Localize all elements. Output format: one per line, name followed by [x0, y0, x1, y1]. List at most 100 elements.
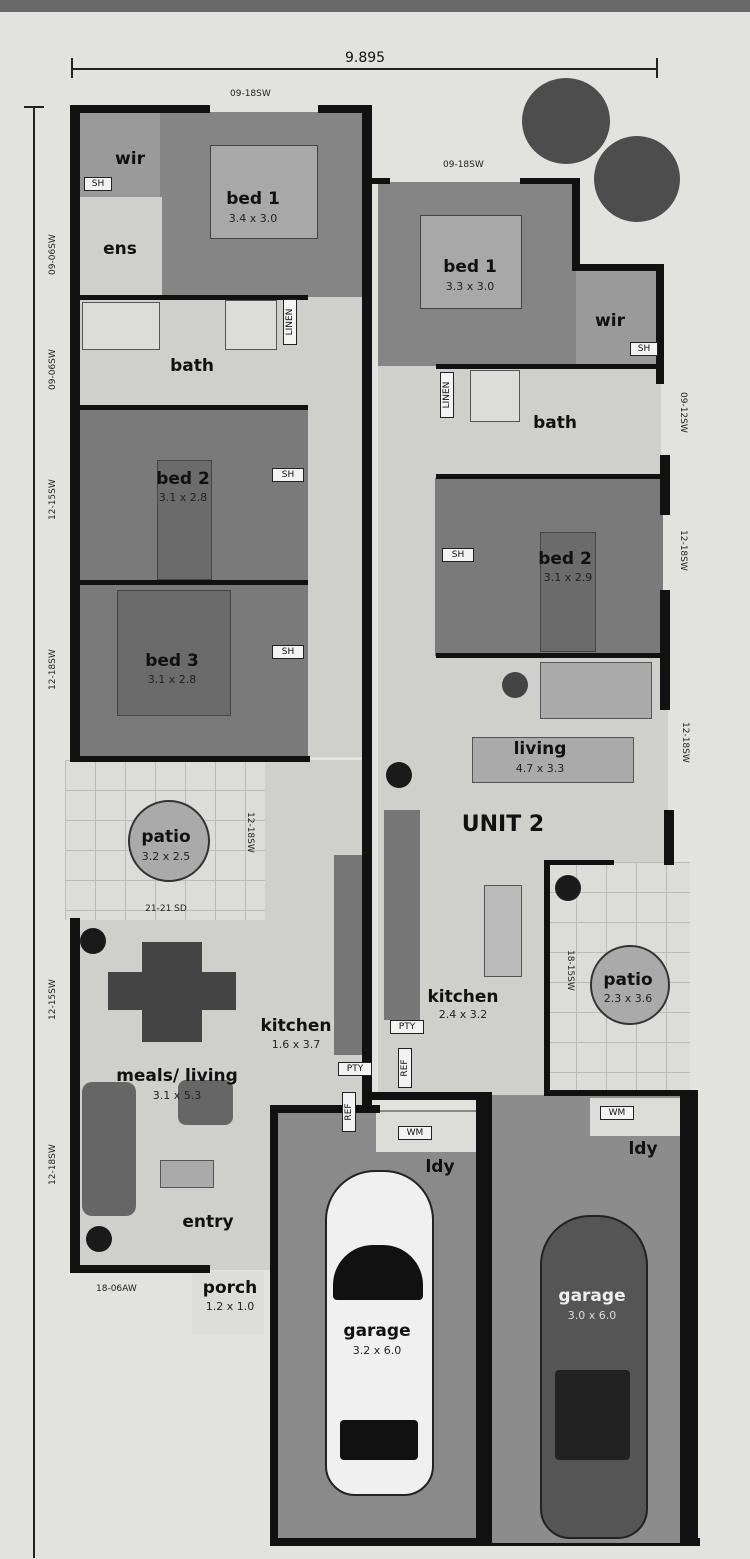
unit1-laundry-label: ldy	[425, 1157, 455, 1177]
dimension-tick	[71, 58, 73, 78]
unit1-patio-label: patio	[141, 827, 191, 847]
unit1-bed2-label: bed 2	[156, 469, 210, 489]
unit1-bed3-shelf: SH	[272, 645, 304, 659]
unit1-hallway	[306, 297, 364, 757]
unit1-bed3-size: 3.1 x 2.8	[147, 673, 197, 686]
overall-length-dimension-line	[33, 108, 35, 1558]
unit1-patio-door: 21-21 SD	[145, 904, 187, 914]
unit1-bath-label: bath	[170, 356, 214, 376]
unit1-ens	[80, 197, 162, 299]
window-label: 09-18SW	[230, 89, 271, 99]
unit2-laundry-label: ldy	[628, 1139, 658, 1159]
wall	[78, 405, 308, 410]
wall	[520, 178, 580, 184]
window-label: 12-15SW	[48, 479, 58, 520]
window-label: 12-18SW	[245, 812, 255, 853]
tree-icon	[522, 78, 610, 164]
dining-table	[142, 942, 202, 1042]
wall	[572, 178, 580, 270]
unit2-title: UNIT 2	[461, 812, 545, 837]
unit1-kitchen-label: kitchen	[260, 1016, 332, 1036]
wall	[680, 1090, 698, 1545]
overall-width-dimension-line	[72, 68, 658, 70]
unit1-garage-label: garage	[343, 1321, 411, 1341]
unit2-patio-label: patio	[603, 970, 653, 990]
overall-width-label: 9.895	[345, 50, 386, 66]
unit2-bed1-size: 3.3 x 3.0	[445, 280, 495, 293]
unit1-fridge: REF	[342, 1092, 356, 1132]
wall	[436, 653, 666, 658]
window-label: 18-15SW	[565, 950, 575, 991]
unit2-wir-shelf: SH	[630, 342, 658, 356]
patio-table	[128, 800, 210, 882]
unit1-meals-living-size: 3.1 x 5.3	[152, 1089, 202, 1102]
unit2-bed2-size: 3.1 x 2.9	[543, 571, 593, 584]
unit2-washing-machine: WM	[600, 1106, 634, 1120]
unit2-linen: LINEN	[440, 372, 454, 418]
wall	[270, 1105, 278, 1545]
shower	[225, 300, 277, 350]
unit1-wir-shelf: SH	[84, 177, 112, 191]
unit1-entry-label: entry	[182, 1212, 234, 1232]
unit2-living-label: living	[513, 739, 567, 759]
photo-edge	[0, 0, 750, 12]
unit2-bed2-shelf: SH	[442, 548, 474, 562]
window-label: 12-18SW	[680, 722, 690, 763]
coffee-table	[160, 1160, 214, 1188]
unit1-bed1-size: 3.4 x 3.0	[228, 212, 278, 225]
car-rear-window	[340, 1420, 418, 1460]
window-label: 12-18SW	[678, 530, 688, 571]
unit2-wir-label: wir	[595, 311, 625, 331]
wall	[572, 264, 664, 271]
plant-icon	[86, 1226, 112, 1252]
unit1-porch-size: 1.2 x 1.0	[205, 1300, 255, 1313]
bed-furniture	[157, 460, 212, 580]
wall	[70, 756, 310, 762]
shower	[470, 370, 520, 422]
unit2-fridge: REF	[398, 1048, 412, 1088]
unit1-bed1-label: bed 1	[226, 189, 280, 209]
unit1-pantry: PTY	[338, 1062, 372, 1076]
wall	[78, 295, 308, 300]
unit1-porch-label: porch	[202, 1278, 258, 1298]
wall	[270, 1105, 380, 1113]
wall	[664, 810, 674, 865]
unit1-bed3-label: bed 3	[145, 651, 199, 671]
window-label: 09-12SW	[678, 392, 688, 433]
wall	[544, 1090, 694, 1096]
wall	[660, 590, 670, 710]
wall	[436, 364, 662, 369]
wall	[436, 474, 664, 479]
dimension-tick	[24, 106, 44, 108]
unit2-bath-label: bath	[533, 413, 577, 433]
bed-furniture	[210, 145, 318, 239]
wall	[318, 105, 372, 113]
sofa	[540, 662, 652, 719]
wall	[70, 1265, 210, 1273]
wall	[476, 1095, 496, 1545]
unit1-wir-label: wir	[115, 149, 145, 169]
unit1-bed2-size: 3.1 x 2.8	[158, 491, 208, 504]
unit2-garage-size: 3.0 x 6.0	[567, 1309, 617, 1322]
unit2-kitchen-size: 2.4 x 3.2	[438, 1008, 488, 1021]
window-label: 18-06AW	[96, 1284, 137, 1294]
unit1-linen: LINEN	[283, 299, 297, 345]
unit2-hallway	[378, 366, 436, 658]
wall	[372, 1092, 492, 1100]
unit1-bed2-shelf: SH	[272, 468, 304, 482]
sofa	[472, 737, 634, 783]
car-windscreen	[333, 1245, 423, 1300]
window-label: 09-06SW	[48, 234, 58, 275]
window-label: 12-18SW	[48, 1144, 58, 1185]
unit1-ens-label: ens	[103, 239, 137, 259]
plant-icon	[80, 928, 106, 954]
unit1-patio-size: 3.2 x 2.5	[141, 850, 191, 863]
bed-furniture	[540, 532, 596, 652]
wall	[372, 178, 390, 184]
wall	[70, 918, 80, 1270]
patio-table	[590, 945, 670, 1025]
unit2-bed2-label: bed 2	[538, 549, 592, 569]
unit1-washing-machine: WM	[398, 1126, 432, 1140]
bed-furniture	[117, 590, 231, 716]
unit1-porch	[192, 1272, 264, 1334]
